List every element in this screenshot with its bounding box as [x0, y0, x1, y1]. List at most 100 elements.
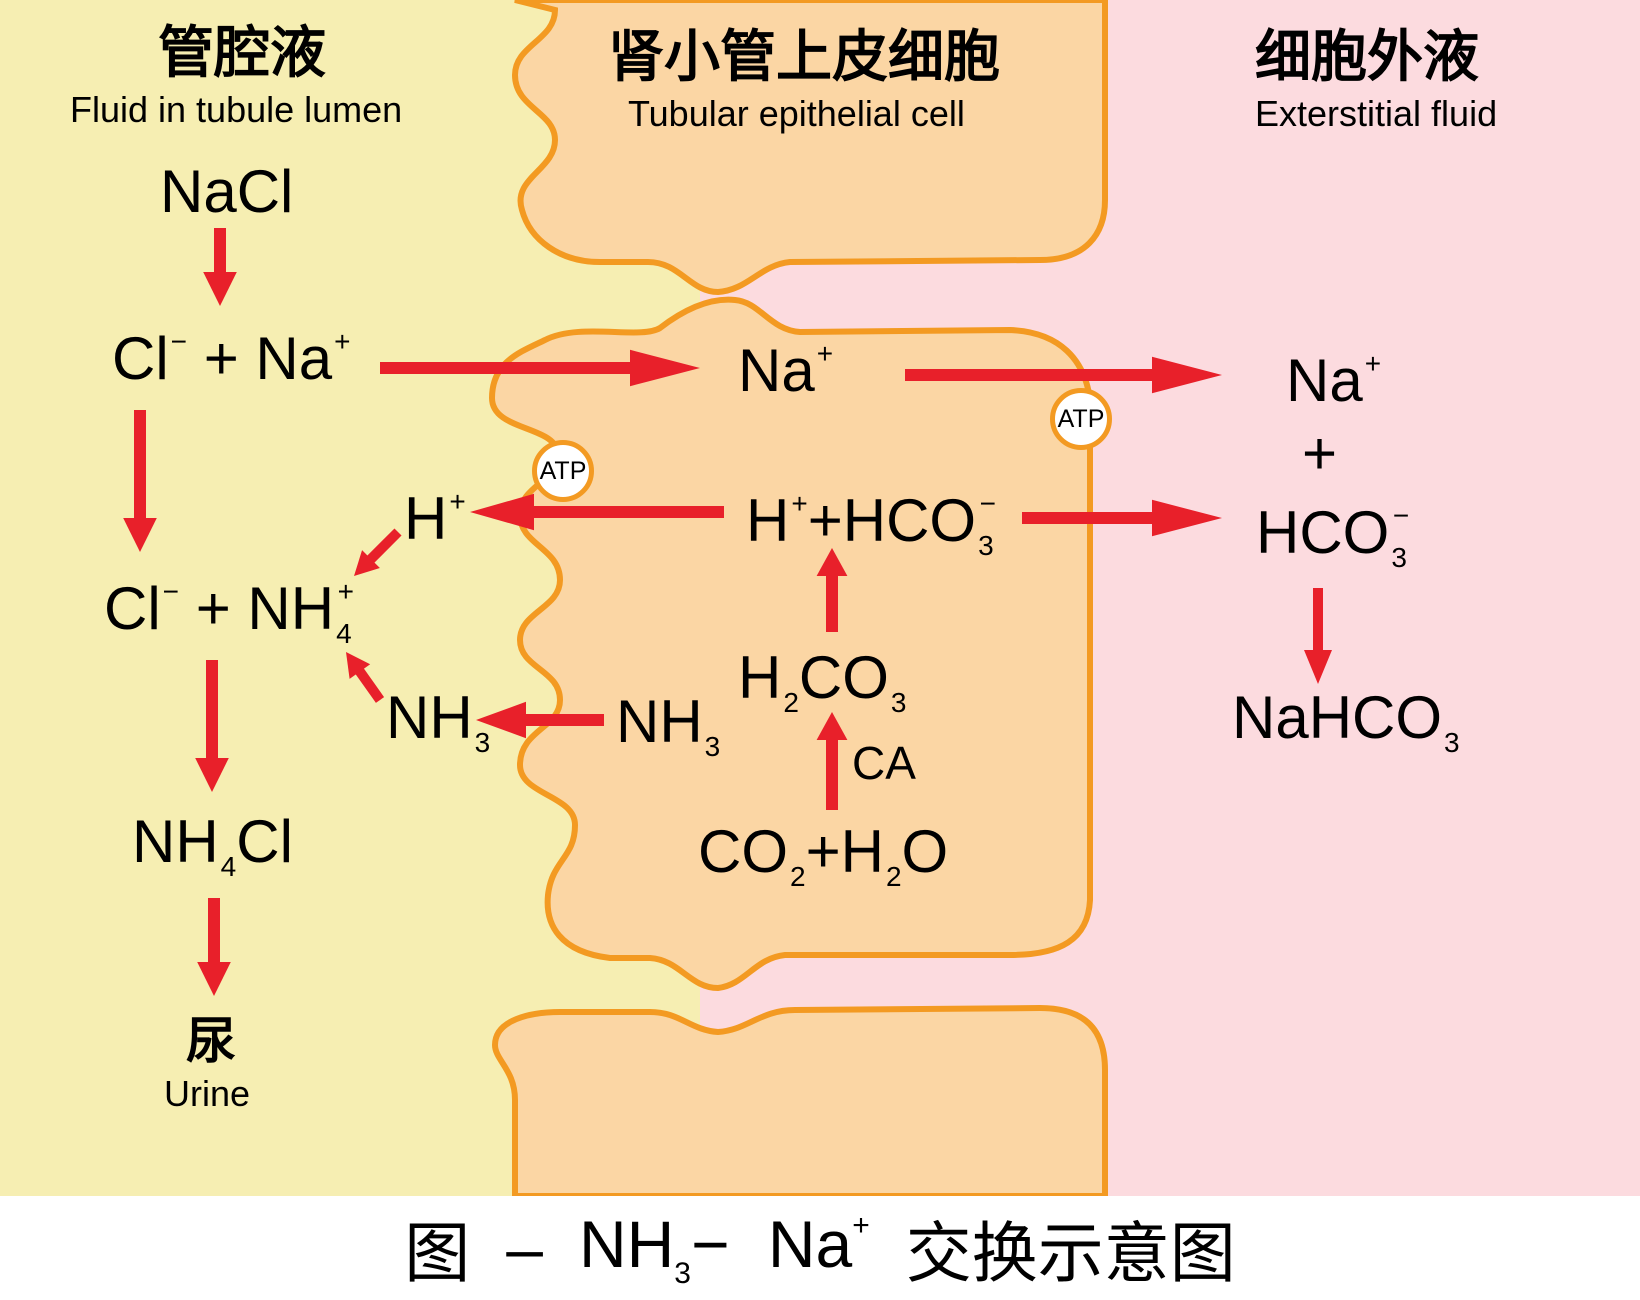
arrow-layer [123, 228, 1332, 996]
nh-text: NH [247, 575, 335, 642]
caption-na-charge: + [852, 1208, 870, 1242]
arrow-cl-na-to-cl-nh4 [123, 410, 157, 552]
nh4-subscript: 4 [336, 618, 352, 649]
hco3-charge: − [979, 488, 997, 519]
cell-title-en: Tubular epithelial cell [628, 93, 965, 134]
arrow-cl-nh4-to-nh4cl-head [195, 758, 229, 792]
arrow-h-to-nh4-head [354, 550, 380, 576]
arrow-cell-to-lumen-nh3-head [476, 701, 526, 739]
arrow-cell-to-lumen-h [470, 493, 724, 531]
cl-text: Cl [104, 575, 161, 642]
int-na-label: Na+ [1286, 350, 1381, 411]
arrow-hco3-to-nahco3-head [1304, 650, 1332, 684]
diagram-background [0, 0, 1640, 1196]
arrow-cell-na-to-interstitial [905, 356, 1222, 394]
h-charge: + [791, 488, 808, 519]
co-text: CO [698, 818, 788, 885]
lumen-nh3-label: NH3 [386, 688, 490, 757]
nh4-subscript: 4 [220, 851, 237, 882]
hco-text: HCO [1256, 499, 1390, 566]
arrow-cell-to-lumen-nh3 [476, 701, 604, 739]
na-text: Na [1286, 347, 1363, 414]
nahco-text: NaHCO [1232, 684, 1443, 751]
plus-sign: + [807, 487, 843, 554]
cl-text: Cl [236, 808, 293, 875]
caption-dash: − [690, 1206, 730, 1281]
na-charge: + [1364, 348, 1382, 379]
arrow-nh4cl-to-urine [197, 898, 231, 996]
cl-charge: − [162, 576, 180, 607]
lumen-title-cn: 管腔液 [158, 21, 326, 86]
arrow-cl-na-to-cl-nh4-head [123, 518, 157, 552]
ca-enzyme-label: CA [852, 737, 916, 789]
arrow-nh4cl-to-urine-head [197, 962, 231, 996]
arrow-nh3-to-nh4-head [346, 652, 371, 679]
arrow-cl-nh4-to-nh4cl [195, 660, 229, 792]
cl-na-label: Cl− + Na+ [112, 328, 350, 389]
h-text: H [738, 644, 782, 711]
hco3-subscript: 3 [978, 530, 994, 561]
arrow-cell-to-lumen-h-head [470, 493, 534, 531]
cl-charge: − [170, 326, 188, 357]
o-text: O [901, 818, 949, 885]
nh-text: NH [616, 688, 703, 755]
urine-en: Urine [164, 1073, 251, 1114]
lumen-title-en: Fluid in tubule lumen [70, 89, 403, 130]
arrow-cell-na-to-interstitial-head [1152, 356, 1222, 394]
co2-subscript: 2 [790, 861, 806, 892]
cl-text: Cl [112, 325, 169, 392]
h2-subscript: 2 [885, 861, 902, 892]
h-text: H [746, 487, 790, 554]
nh-text: NH [386, 684, 473, 751]
arrow-hco3-to-nahco3 [1304, 588, 1332, 684]
arrow-co2-to-h2co3 [816, 712, 848, 810]
caption-prefix: 图 [404, 1215, 471, 1292]
nh4-charge: + [337, 576, 355, 607]
co3-subscript: 3 [890, 687, 907, 718]
arrow-hco3-to-interstitial-head [1152, 499, 1222, 537]
arrow-nacl-to-cl-na [203, 228, 237, 306]
arrow-nh3-to-nh4-shaft [354, 667, 385, 703]
cell-title-cn: 肾小管上皮细胞 [608, 25, 1000, 90]
nh4cl-label: NH4Cl [132, 812, 293, 881]
arrow-h2co3-to-h-hco3-head [816, 548, 848, 576]
nacl-text: NaCl [160, 158, 294, 225]
h2-subscript: 2 [783, 687, 799, 718]
na-text: Na [738, 337, 815, 404]
interstitial-region-top [1105, 0, 1640, 1196]
figure-caption: 图 – NH3− Na+ 交换示意图 [0, 1196, 1640, 1300]
cell-nh3-label: NH3 [616, 692, 720, 761]
h-text: H [840, 818, 884, 885]
arrow-h-to-nh4-shaft [366, 528, 402, 564]
caption-nh: NH [578, 1206, 675, 1281]
caption-nh-subscript: 3 [674, 1256, 691, 1290]
co-text: CO [798, 644, 889, 711]
co2-h2o-label: CO2+H2O [698, 822, 948, 891]
arrow-co2-to-h2co3-head [816, 712, 848, 740]
na-text: Na [255, 325, 333, 392]
arrow-lumen-to-cell-na-head [630, 349, 700, 387]
caption-na: Na [767, 1206, 853, 1281]
int-plus-label: + [1302, 420, 1338, 487]
caption-dash: – [506, 1211, 543, 1285]
arrow-h2co3-to-h-hco3 [816, 548, 848, 632]
arrow-lumen-to-cell-na [380, 349, 700, 387]
upper-cell-outline [511, 0, 1108, 296]
h-text: H [404, 485, 448, 552]
na-charge: + [334, 326, 351, 357]
hco-text: HCO [842, 487, 977, 554]
na-charge: + [816, 338, 834, 369]
nahco3-label: NaHCO3 [1232, 688, 1460, 757]
arrow-nacl-to-cl-na-head [203, 272, 237, 306]
plus-sign: + [805, 818, 841, 885]
caption-formula: NH3− Na+ [579, 1206, 870, 1291]
int-hco3-label: HCO3− [1256, 502, 1409, 572]
interstitial-title-cn: 细胞外液 [1255, 25, 1479, 90]
interstitial-title-en: Exterstitial fluid [1255, 93, 1498, 134]
h-charge: + [449, 486, 466, 517]
cl-nh4-label: Cl− + NH4+ [104, 578, 354, 648]
cell-na-label: Na+ [738, 340, 833, 401]
nahco3-subscript: 3 [1444, 727, 1460, 758]
hco3-subscript: 3 [1391, 542, 1407, 573]
h2co3-label: H2CO3 [738, 648, 907, 717]
